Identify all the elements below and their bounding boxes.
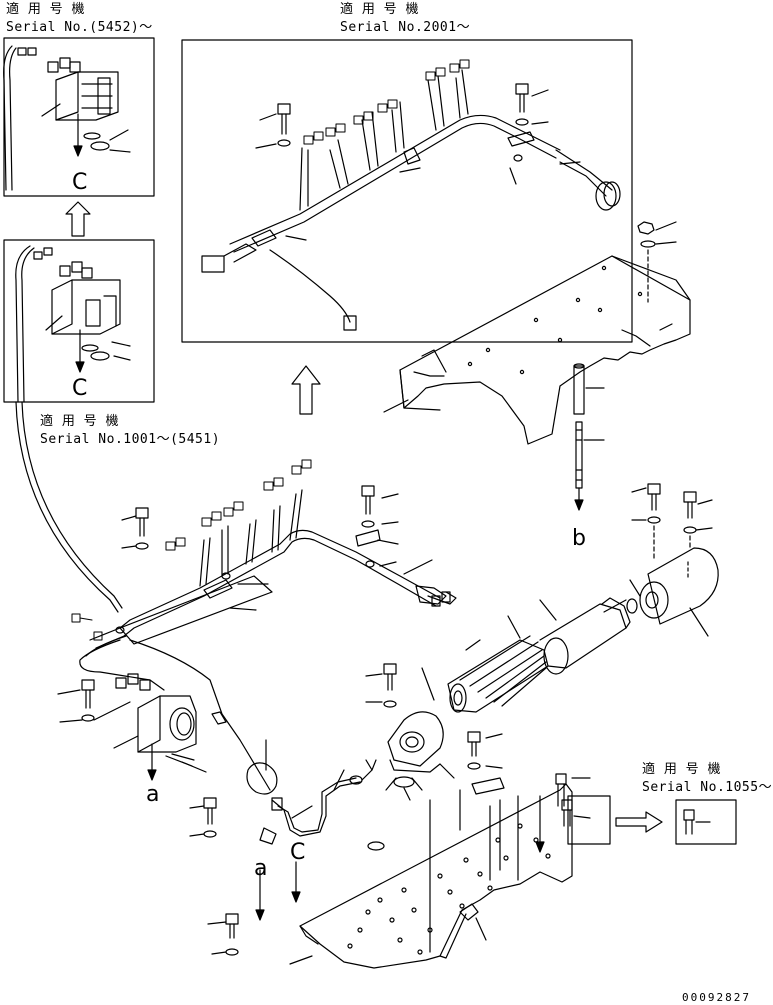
caption-jp-bottom-right: 適 用 号 機: [642, 762, 721, 777]
letter-a-left: a: [146, 782, 160, 807]
studs-lower-right: [535, 773, 611, 853]
washer-inset-1: [83, 132, 101, 140]
inset-valve-top-left: [47, 57, 119, 121]
bolts-left-bottom: [189, 797, 301, 956]
letter-c-mid: C: [72, 376, 88, 401]
long-harness-a: [15, 401, 119, 613]
main-bolts: [115, 485, 381, 634]
valve-lower-left: [57, 673, 207, 781]
inset-frame-top-left: [3, 37, 155, 197]
caption-jp-mid-left: 適 用 号 機: [40, 414, 119, 429]
inset-harness-main: [201, 69, 621, 331]
inset-frame-mid-left: [3, 239, 155, 403]
arrow-c-mid-head: [75, 361, 85, 373]
bracket-relay: [365, 663, 503, 779]
inset-bolts-top-right: [277, 83, 535, 165]
cover-plate: [399, 255, 691, 445]
studs-rod: [383, 363, 605, 511]
inset-harness-top-left: [3, 45, 37, 191]
main-harness: [79, 489, 457, 791]
arrow-c-top-head: [73, 145, 83, 157]
base-plate: [289, 777, 573, 969]
letter-a-bottom: a: [254, 856, 268, 881]
washer-inset-2: [90, 141, 110, 151]
letter-c-bottom: C: [290, 840, 306, 865]
bolts-right: [631, 483, 713, 561]
letter-b-right: b: [572, 526, 587, 551]
drawing-code: 00092827: [682, 991, 751, 1004]
letter-c-top: C: [72, 170, 88, 195]
caption-serial-mid-left: Serial No.1001〜(5451): [40, 432, 221, 447]
motor-assembly: [447, 547, 719, 713]
caption-serial-top-left: Serial No.(5452)〜: [6, 20, 153, 35]
inset-stud-bottom-right: [683, 809, 711, 835]
nut-washer-top-right: [637, 221, 677, 303]
hollow-arrow-right: [615, 811, 663, 833]
hollow-arrow-up-center: [291, 365, 321, 415]
inset-frame-top-right: [181, 39, 633, 343]
hollow-arrow-up: [65, 201, 91, 237]
caption-serial-bottom-right: Serial No.1055〜: [642, 780, 773, 795]
inset-connectors-top-right: [303, 59, 470, 145]
caption-serial-top-right: Serial No.2001〜: [340, 20, 471, 35]
inset-valve-mid-left: [51, 261, 121, 335]
inset-harness-mid-left: [15, 245, 53, 403]
main-connectors: [71, 459, 312, 641]
caption-jp-top-right: 適 用 号 機: [340, 2, 419, 17]
caption-jp-top-left: 適 用 号 機: [6, 2, 85, 17]
wiring-lower: [211, 711, 423, 837]
inset-frame-bottom-right: [675, 799, 737, 845]
